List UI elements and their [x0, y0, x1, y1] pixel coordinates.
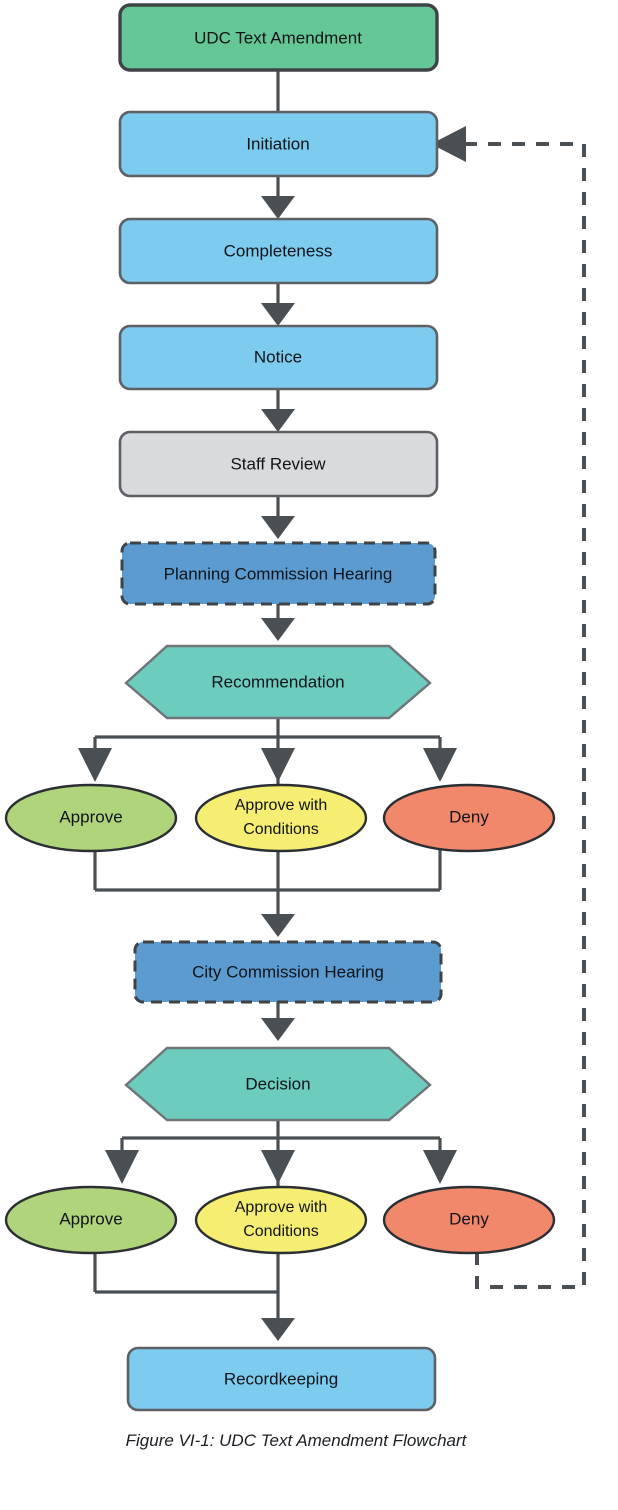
node-cc-approve[interactable]: Approve: [4, 1185, 178, 1255]
notice-shape[interactable]: [118, 324, 439, 391]
staff-review-shape[interactable]: [118, 430, 439, 498]
cc-deny-label: Deny: [449, 1209, 489, 1228]
pc-deny-shape[interactable]: [382, 783, 556, 853]
node-pc-approve[interactable]: Approve: [4, 783, 178, 853]
arrowhead-recommendation: [261, 618, 295, 641]
cc-approve-with-conditions-label-line1: Approve with: [235, 1199, 328, 1216]
recommendation-label: Recommendation: [211, 672, 344, 691]
initiation-shape[interactable]: [118, 110, 439, 178]
arrowhead-notice: [261, 303, 295, 326]
node-recommendation[interactable]: Recommendation: [124, 644, 432, 720]
arrowhead-initiation-feedback: [431, 126, 466, 162]
pc-approve-label: Approve: [59, 807, 122, 826]
arrowhead-cc-hearing: [261, 914, 295, 937]
arrowhead-completeness: [261, 196, 295, 219]
node-staff-review[interactable]: Staff Review: [118, 430, 439, 498]
node-layer: UDC Text Amendment Initiation Completene…: [4, 3, 556, 1412]
arrowhead-pc-hearing: [261, 516, 295, 539]
node-completeness[interactable]: Completeness: [118, 217, 439, 285]
decision-shape[interactable]: [124, 1046, 432, 1122]
cc-approve-label: Approve: [59, 1209, 122, 1228]
planning-commission-hearing-shape[interactable]: [120, 541, 437, 606]
city-commission-hearing-label: City Commission Hearing: [192, 962, 384, 981]
edge-layer: [78, 70, 586, 1341]
staff-review-label: Staff Review: [230, 454, 326, 473]
node-initiation[interactable]: Initiation: [118, 110, 439, 178]
arrowhead-pc-deny: [423, 748, 457, 782]
pc-approve-with-conditions-label-line2: Conditions: [243, 821, 319, 838]
planning-commission-hearing-label: Planning Commission Hearing: [164, 564, 393, 583]
cc-deny-shape[interactable]: [382, 1185, 556, 1255]
completeness-label: Completeness: [224, 241, 333, 260]
udc-text-amendment-shape[interactable]: [118, 3, 439, 72]
recommendation-shape[interactable]: [124, 644, 432, 720]
notice-label: Notice: [254, 347, 302, 366]
arrowhead-recordkeeping: [261, 1318, 295, 1341]
node-pc-deny[interactable]: Deny: [382, 783, 556, 853]
pc-approve-with-conditions-label-line1: Approve with: [235, 797, 328, 814]
cc-approve-shape[interactable]: [4, 1185, 178, 1255]
cc-approve-with-conditions-label-line2: Conditions: [243, 1223, 319, 1240]
node-cc-approve-with-conditions[interactable]: Approve with Conditions: [194, 1185, 368, 1255]
arrowhead-decision: [261, 1018, 295, 1041]
city-commission-hearing-shape[interactable]: [133, 940, 443, 1004]
udc-text-amendment-label: UDC Text Amendment: [194, 28, 362, 47]
node-city-commission-hearing[interactable]: City Commission Hearing: [133, 940, 443, 1004]
cc-approve-with-conditions-shape[interactable]: [194, 1185, 368, 1255]
edge-cc-deny-to-initiation-dashed: [465, 142, 586, 1289]
arrowhead-cc-approve-conditions: [261, 1150, 295, 1184]
completeness-shape[interactable]: [118, 217, 439, 285]
arrowhead-pc-approve: [78, 748, 112, 782]
figure-caption: Figure VI-1: UDC Text Amendment Flowchar…: [126, 1431, 468, 1450]
pc-approve-with-conditions-shape[interactable]: [194, 783, 368, 853]
arrowhead-cc-deny: [423, 1150, 457, 1184]
arrowhead-cc-approve: [105, 1150, 139, 1184]
pc-approve-shape[interactable]: [4, 783, 178, 853]
node-notice[interactable]: Notice: [118, 324, 439, 391]
node-recordkeeping[interactable]: Recordkeeping: [126, 1346, 437, 1412]
recordkeeping-shape[interactable]: [126, 1346, 437, 1412]
arrowhead-pc-approve-conditions: [261, 748, 295, 782]
initiation-label: Initiation: [246, 134, 309, 153]
decision-label: Decision: [245, 1074, 310, 1093]
recordkeeping-label: Recordkeeping: [224, 1369, 338, 1388]
node-decision[interactable]: Decision: [124, 1046, 432, 1122]
node-pc-approve-with-conditions[interactable]: Approve with Conditions: [194, 783, 368, 853]
arrowhead-staff-review: [261, 409, 295, 432]
node-cc-deny[interactable]: Deny: [382, 1185, 556, 1255]
node-planning-commission-hearing[interactable]: Planning Commission Hearing: [120, 541, 437, 606]
pc-deny-label: Deny: [449, 807, 489, 826]
node-udc-text-amendment[interactable]: UDC Text Amendment: [118, 3, 439, 72]
